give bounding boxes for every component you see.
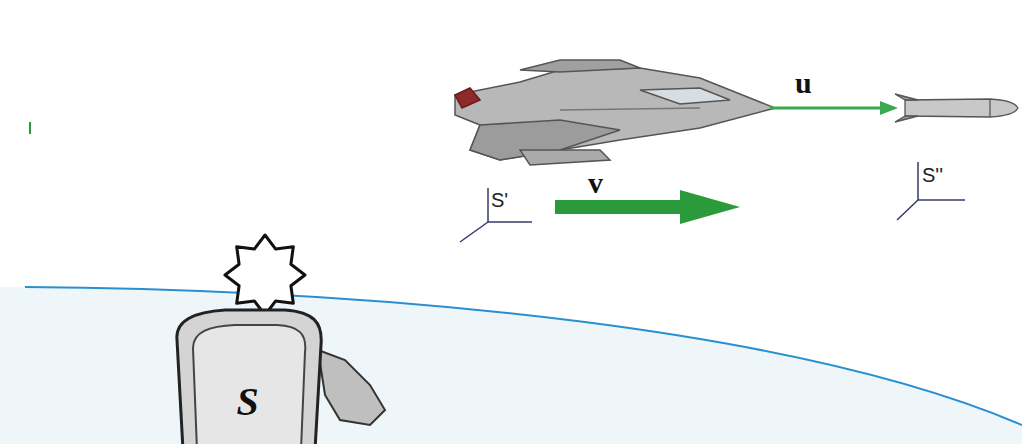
velocity-arrow-u — [770, 107, 888, 110]
spaceship — [455, 60, 775, 165]
mark — [29, 122, 31, 134]
frame-label: S'' — [922, 165, 943, 185]
horizon-line — [25, 287, 1022, 425]
frame-axes — [460, 188, 532, 242]
frame-axes — [897, 162, 965, 220]
arrow-head — [680, 190, 740, 224]
frame-label: S' — [491, 190, 508, 210]
missile — [895, 94, 1018, 122]
frame-label: S — [165, 382, 330, 422]
observer-chair: S — [165, 300, 330, 444]
arrow-head — [880, 101, 898, 115]
velocity-label: u — [795, 68, 812, 98]
chair-outline — [165, 300, 330, 444]
observer-head — [225, 235, 305, 315]
velocity-arrow-v — [555, 200, 685, 214]
velocity-label: v — [588, 168, 603, 198]
observer-arm — [318, 350, 385, 425]
earth-surface — [0, 287, 1022, 444]
